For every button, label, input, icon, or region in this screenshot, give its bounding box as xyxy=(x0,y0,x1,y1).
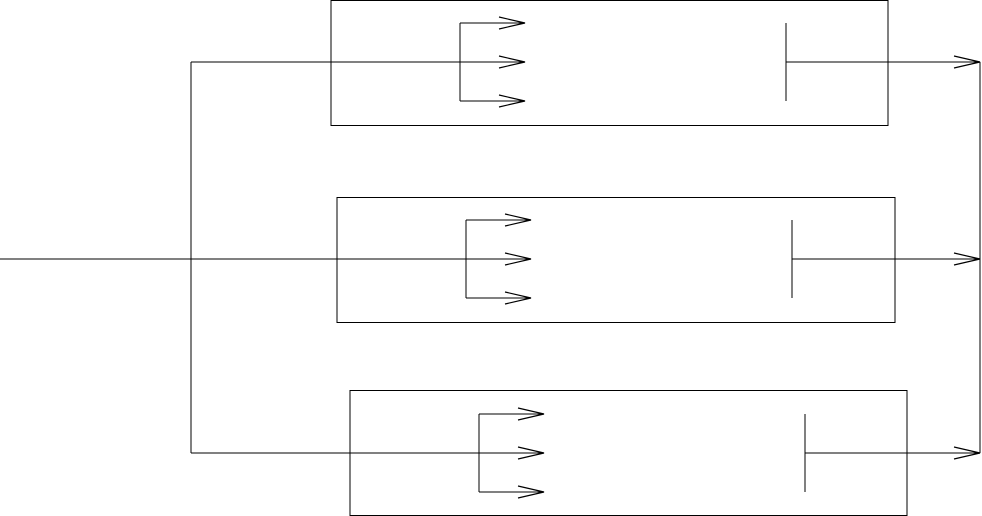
module-2-fan-arrow-1-head xyxy=(504,213,532,227)
module-2-output-arrow-head xyxy=(953,252,981,266)
module-1-fan-arrow-2-head xyxy=(498,55,526,69)
module-1-box xyxy=(330,0,889,127)
module-3-fan-arrow-3-head xyxy=(517,485,545,499)
module-3-fan-arrow-2-head xyxy=(517,446,545,460)
module-1-output-arrow-head xyxy=(953,55,981,69)
module-2-fan-arrow-2-head xyxy=(504,252,532,266)
module-3-output-arrow-head xyxy=(953,446,981,460)
module-1-fan-arrow-3-head xyxy=(498,94,526,108)
module-1-fan-arrow-1-head xyxy=(498,16,526,30)
module-2-box xyxy=(336,196,896,324)
module-3-fan-arrow-1-head xyxy=(517,407,545,421)
module-2-fan-arrow-3-head xyxy=(504,291,532,305)
